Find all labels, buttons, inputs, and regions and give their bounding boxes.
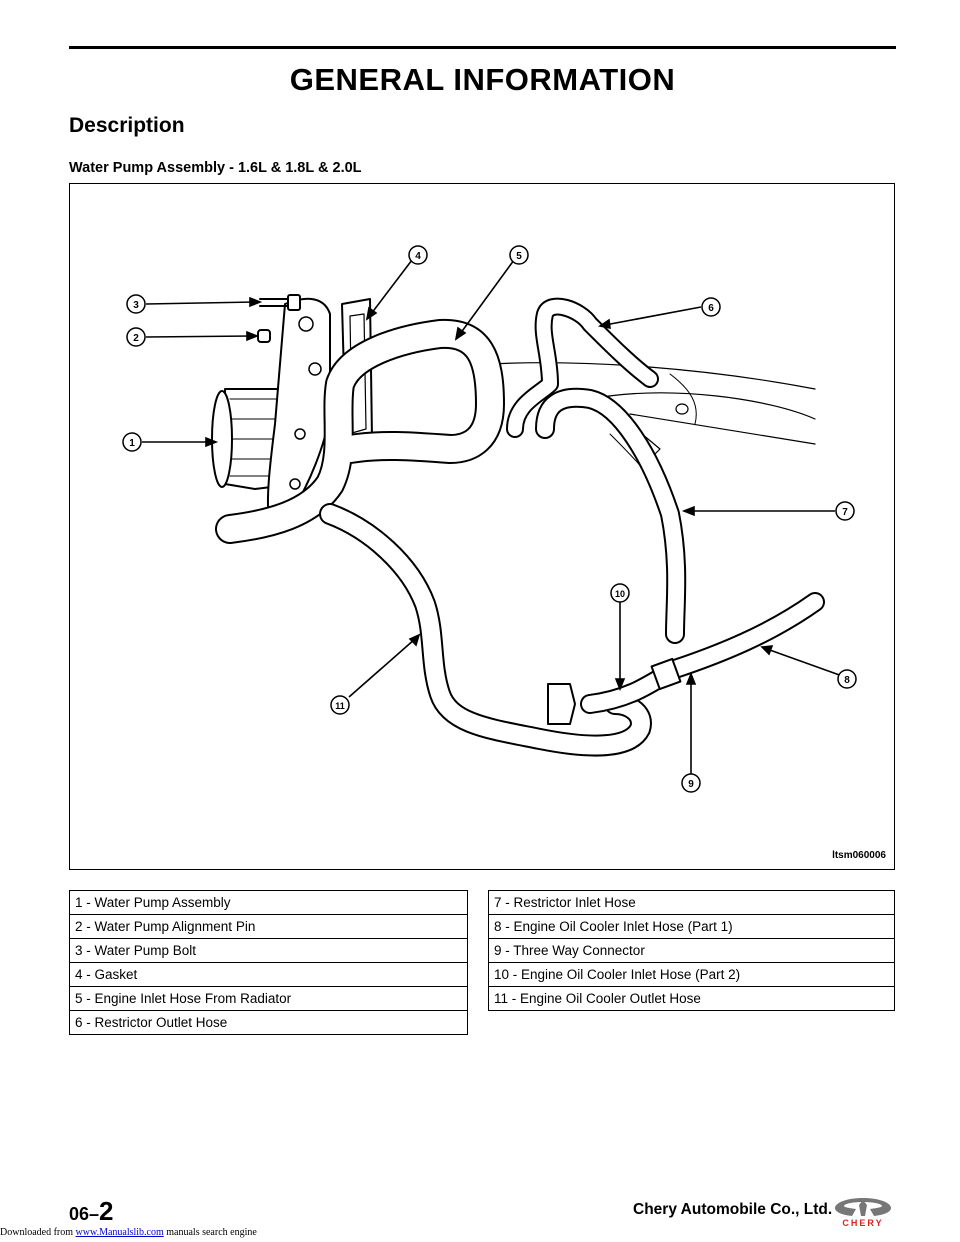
legend-item: 1 - Water Pump Assembly (69, 890, 468, 915)
callout-9: 9 (681, 773, 701, 793)
svg-text:2: 2 (133, 333, 139, 344)
callout-10: 10 (610, 583, 630, 603)
svg-text:CHERY: CHERY (842, 1218, 883, 1228)
manualslib-link[interactable]: www.Manualslib.com (75, 1227, 164, 1238)
svg-text:3: 3 (133, 300, 139, 311)
svg-text:9: 9 (688, 779, 694, 790)
page-number: 06–2 (69, 1196, 114, 1227)
page-title: GENERAL INFORMATION (289, 62, 676, 97)
legend-row: 10 - Engine Oil Cooler Inlet Hose (Part … (488, 962, 895, 987)
legend-item: 6 - Restrictor Outlet Hose (69, 1010, 468, 1035)
legend-row: 5 - Engine Inlet Hose From Radiator (69, 986, 468, 1011)
svg-text:6: 6 (708, 303, 714, 314)
legend-item: 4 - Gasket (69, 962, 468, 987)
legend-row: 8 - Engine Oil Cooler Inlet Hose (Part 1… (488, 914, 895, 939)
callout-2: 2 (126, 327, 146, 347)
chery-logo: CHERY (835, 1198, 891, 1228)
figure-code: ltsm060006 (832, 850, 886, 861)
svg-text:8: 8 (844, 675, 850, 686)
download-notice: Downloaded from www.Manualslib.com manua… (0, 1227, 257, 1238)
legend-item: 11 - Engine Oil Cooler Outlet Hose (488, 986, 895, 1011)
section-heading: Description (69, 114, 185, 137)
legend-item: 2 - Water Pump Alignment Pin (69, 914, 468, 939)
legend-table-right: 7 - Restrictor Inlet Hose 8 - Engine Oil… (488, 890, 895, 1011)
svg-text:10: 10 (615, 589, 625, 599)
legend-row: 3 - Water Pump Bolt (69, 938, 468, 963)
legend-row: 11 - Engine Oil Cooler Outlet Hose (488, 986, 895, 1011)
legend-item: 5 - Engine Inlet Hose From Radiator (69, 986, 468, 1011)
company-name: Chery Automobile Co., Ltd. (633, 1201, 833, 1218)
callout-5: 5 (509, 245, 529, 265)
water-pump-diagram: 1 2 3 4 5 6 7 8 9 10 11 ltsm060006 (69, 183, 895, 870)
svg-text:5: 5 (516, 251, 522, 262)
legend-item: 9 - Three Way Connector (488, 938, 895, 963)
callout-6: 6 (701, 297, 721, 317)
legend-table-left: 1 - Water Pump Assembly 2 - Water Pump A… (69, 890, 468, 1035)
legend-item: 8 - Engine Oil Cooler Inlet Hose (Part 1… (488, 914, 895, 939)
legend-row: 7 - Restrictor Inlet Hose (488, 890, 895, 915)
svg-text:1: 1 (129, 438, 135, 449)
svg-text:11: 11 (335, 701, 345, 711)
legend-row: 9 - Three Way Connector (488, 938, 895, 963)
header-rule (69, 46, 896, 49)
legend-item: 7 - Restrictor Inlet Hose (488, 890, 895, 915)
svg-text:4: 4 (415, 251, 421, 262)
legend-item: 10 - Engine Oil Cooler Inlet Hose (Part … (488, 962, 895, 987)
legend-row: 2 - Water Pump Alignment Pin (69, 914, 468, 939)
callout-11: 11 (330, 695, 350, 715)
svg-text:7: 7 (842, 507, 848, 518)
callout-8: 8 (837, 669, 857, 689)
legend-row: 6 - Restrictor Outlet Hose (69, 1010, 468, 1035)
callout-4: 4 (408, 245, 428, 265)
page-number-value: 2 (99, 1196, 114, 1226)
section-number: 06– (69, 1204, 100, 1224)
callout-1: 1 (122, 432, 142, 452)
legend-row: 1 - Water Pump Assembly (69, 890, 468, 915)
callout-3: 3 (126, 294, 146, 314)
callout-7: 7 (835, 501, 855, 521)
legend-row: 4 - Gasket (69, 962, 468, 987)
diagram-illustration: 1 2 3 4 5 6 7 8 9 10 11 (122, 245, 857, 793)
legend-item: 3 - Water Pump Bolt (69, 938, 468, 963)
subsection-heading: Water Pump Assembly - 1.6L & 1.8L & 2.0L (69, 160, 362, 176)
